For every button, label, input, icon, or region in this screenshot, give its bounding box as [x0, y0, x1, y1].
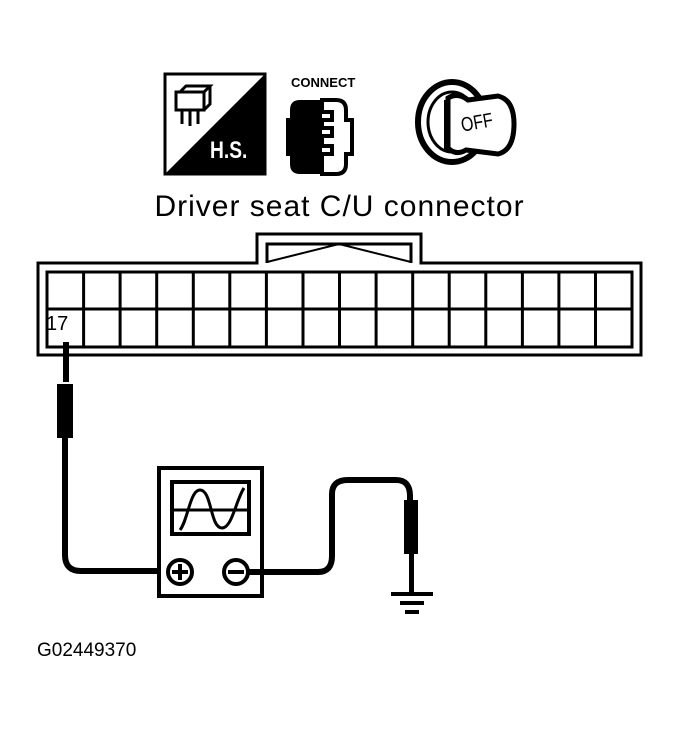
- ground-symbol: [391, 592, 433, 614]
- harness-side-label: H.S.: [210, 137, 248, 164]
- connector-title: Driver seat C/U connector: [154, 190, 525, 223]
- connect-label: CONNECT: [291, 75, 356, 90]
- connector-pin-grid: [82, 272, 597, 347]
- positive-terminal: [166, 558, 194, 586]
- figure-id: G02449370: [37, 640, 137, 661]
- harness-side-icon: [163, 72, 267, 176]
- pin-number-label: 17: [46, 313, 69, 335]
- negative-lead: [248, 477, 418, 594]
- oscilloscope: [157, 466, 264, 598]
- negative-terminal: [222, 558, 250, 586]
- ignition-off-icon: [415, 79, 517, 165]
- connect-icon: [286, 98, 354, 176]
- positive-probe: [57, 342, 162, 574]
